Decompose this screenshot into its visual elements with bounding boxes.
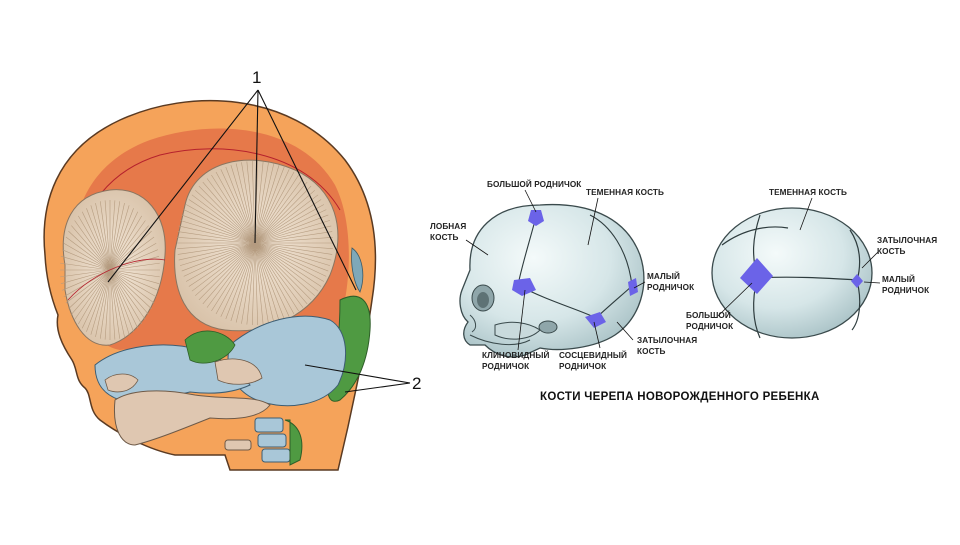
- label-parietal-bone-top: ТЕМЕННАЯ КОСТЬ: [769, 188, 847, 197]
- marker-1: 1: [252, 68, 261, 87]
- anterior-fontanelle-top: [740, 258, 773, 294]
- label-sphenoid-fontanelle-line2: РОДНИЧОК: [482, 362, 530, 371]
- cervical-spine: [224, 417, 303, 466]
- leader-lines-1: [107, 89, 357, 291]
- frontal-bone-radial: [60, 189, 166, 346]
- label-mastoid-fontanelle-line1: СОСЦЕВИДНЫЙ: [559, 349, 627, 360]
- newborn-skull-top-view: ТЕМЕННАЯ КОСТЬ ЗАТЫЛОЧНАЯ КОСТЬ МАЛЫЙ РО…: [686, 188, 937, 339]
- label-posterior-fontanelle-top-line1: МАЛЫЙ: [882, 273, 915, 284]
- label-anterior-fontanelle-top-line2: РОДНИЧОК: [686, 322, 734, 331]
- label-parietal-bone-side: ТЕМЕННАЯ КОСТЬ: [586, 188, 664, 197]
- parietal-bone-radial: [174, 159, 339, 332]
- sphenoid-fontanelle-side: [512, 278, 536, 296]
- mandible: [113, 390, 271, 446]
- skull-side-outline: [459, 203, 645, 358]
- label-mastoid-fontanelle-line2: РОДНИЧОК: [559, 362, 607, 371]
- mastoid-fontanelle-side: [585, 312, 606, 328]
- label-frontal-bone-line1: ЛОБНАЯ: [430, 222, 466, 231]
- label-posterior-fontanelle-side-line2: РОДНИЧОК: [647, 283, 695, 292]
- label-posterior-fontanelle-side-line1: МАЛЫЙ: [647, 270, 680, 281]
- infant-head-section-figure: 1 2: [43, 68, 421, 471]
- label-occipital-bone-top-line1: ЗАТЫЛОЧНАЯ: [877, 236, 937, 245]
- label-sphenoid-fontanelle-line1: КЛИНОВИДНЫЙ: [482, 349, 549, 360]
- posterior-fontanelle-side: [628, 278, 638, 296]
- anterior-fontanelle-side: [528, 210, 544, 226]
- skull-top-outline: [711, 207, 873, 339]
- marker-2: 2: [412, 374, 421, 393]
- figure-caption: КОСТИ ЧЕРЕПА НОВОРОЖДЕННОГО РЕБЕНКА: [540, 391, 820, 403]
- label-frontal-bone-line2: КОСТЬ: [430, 233, 458, 242]
- skull-base-blue: [227, 315, 347, 407]
- label-occipital-bone-side-line2: КОСТЬ: [637, 347, 665, 356]
- label-anterior-fontanelle-top-line1: БОЛЬШОЙ: [686, 309, 731, 320]
- label-anterior-fontanelle-side: БОЛЬШОЙ РОДНИЧОК: [487, 178, 582, 189]
- newborn-skull-side-view: БОЛЬШОЙ РОДНИЧОК ТЕМЕННАЯ КОСТЬ ЛОБНАЯ К…: [430, 178, 697, 371]
- posterior-fontanelle-top: [851, 274, 863, 288]
- label-occipital-bone-side-line1: ЗАТЫЛОЧНАЯ: [637, 336, 697, 345]
- label-occipital-bone-top-line2: КОСТЬ: [877, 247, 905, 256]
- label-posterior-fontanelle-top-line2: РОДНИЧОК: [882, 286, 930, 295]
- leader-lines-2: [304, 364, 411, 393]
